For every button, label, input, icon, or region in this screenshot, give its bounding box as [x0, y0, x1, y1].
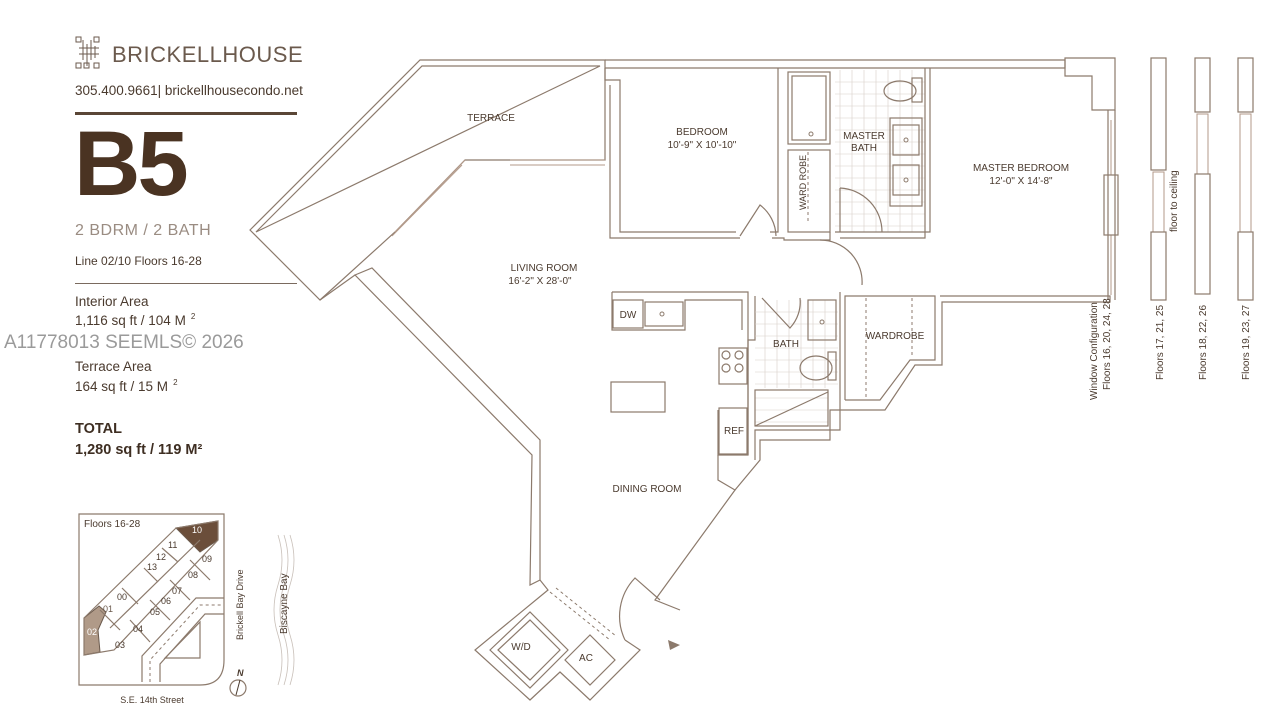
north-arrow-icon	[229, 679, 247, 697]
label-bedroom: BEDROOM	[676, 127, 728, 138]
label-master-bedroom-dim: 12'-0" X 14'-8"	[989, 176, 1053, 187]
bay-label: Biscayne Bay	[279, 573, 290, 634]
key-unit-01: 01	[103, 604, 113, 614]
key-unit-04: 04	[133, 624, 143, 634]
label-living-room-dim: 16'-2" X 28'-0"	[508, 276, 572, 287]
label-terrace: TERRACE	[467, 113, 515, 124]
label-master-bedroom: MASTER BEDROOM	[973, 163, 1069, 174]
key-unit-05: 05	[150, 607, 160, 617]
label-ac: AC	[579, 653, 593, 664]
street-bottom: S.E. 14th Street	[120, 695, 184, 705]
key-unit-11: 11	[168, 540, 177, 550]
terrace-walls	[249, 59, 606, 301]
key-unit-02: 02	[87, 627, 97, 637]
label-bedroom-dim: 10'-9" X 10'-10"	[668, 140, 737, 151]
beds-baths: 2 BDRM / 2 BATH	[75, 222, 212, 239]
bedroom	[604, 68, 831, 241]
key-unit-12: 12	[156, 552, 166, 562]
total-value: 1,280 sq ft / 119 M²	[75, 442, 203, 458]
floor-to-ceiling-label: floor to ceiling	[1169, 170, 1180, 232]
terrace-area-value: 164 sq ft / 15 M 2	[75, 379, 178, 395]
utility-block	[474, 577, 680, 701]
superscript: 2	[190, 312, 196, 321]
window-config-floors: Floors 16, 20, 24, 28	[1102, 298, 1113, 390]
key-plan-title: Floors 16-28	[84, 519, 141, 530]
line-floors: Line 02/10 Floors 16-28	[75, 254, 202, 268]
terrace-area-label: Terrace Area	[75, 359, 152, 374]
label-wd: W/D	[511, 642, 530, 653]
interior-area-text: 1,116 sq ft / 104 M	[75, 313, 186, 328]
superscript: 2	[173, 378, 178, 387]
window-floors-b: Floors 18, 22, 26	[1198, 305, 1209, 380]
label-ref: REF	[724, 426, 744, 437]
interior-area-label: Interior Area	[75, 294, 149, 309]
unit-name: B5	[74, 113, 189, 215]
key-unit-08: 08	[188, 570, 198, 580]
contact-info: 305.400.9661| brickellhousecondo.net	[75, 83, 303, 98]
total-label: TOTAL	[75, 421, 122, 437]
north-label: N	[237, 668, 244, 678]
key-unit-03: 03	[115, 640, 125, 650]
key-unit-00: 00	[117, 592, 127, 602]
key-unit-07: 07	[172, 586, 182, 596]
street-side: Brickell Bay Drive	[235, 569, 245, 640]
key-unit-09: 09	[202, 554, 212, 564]
window-floors-a: Floors 17, 21, 25	[1155, 305, 1166, 380]
divider	[75, 283, 297, 284]
divider	[75, 112, 297, 115]
label-master-bath-2: BATH	[851, 143, 877, 154]
label-wardrobe: WARDROBE	[866, 331, 925, 342]
key-unit-13: 13	[147, 562, 157, 572]
watermark: A11778013 SEEMLS© 2026	[4, 332, 244, 353]
window-floors-c: Floors 19, 23, 27	[1241, 305, 1252, 380]
window-config-label: Window Configuration	[1089, 302, 1100, 400]
brand-name: BRICKELLHOUSE	[112, 42, 304, 67]
interior-area-value: 1,116 sq ft / 104 M 2	[75, 313, 195, 329]
terrace-area-text: 164 sq ft / 15 M	[75, 379, 169, 394]
kitchen-bath-block	[610, 291, 1111, 611]
brand-logo-icon	[75, 36, 101, 70]
key-unit-06: 06	[161, 596, 171, 606]
label-bath: BATH	[773, 339, 799, 350]
water-waves-icon	[273, 534, 295, 686]
label-wardrobe-small: WARD ROBE	[798, 155, 808, 210]
key-unit-10: 10	[192, 525, 202, 535]
label-master-bath: MASTER	[843, 131, 885, 142]
master-bath	[787, 68, 931, 286]
label-dining-room: DINING ROOM	[613, 484, 682, 495]
label-dw: DW	[620, 310, 637, 321]
key-plan: Floors 16-28 01 02 03 04 05 06 07 08 09 …	[78, 513, 295, 705]
label-living-room: LIVING ROOM	[511, 263, 578, 274]
window-configurations	[1150, 57, 1254, 301]
